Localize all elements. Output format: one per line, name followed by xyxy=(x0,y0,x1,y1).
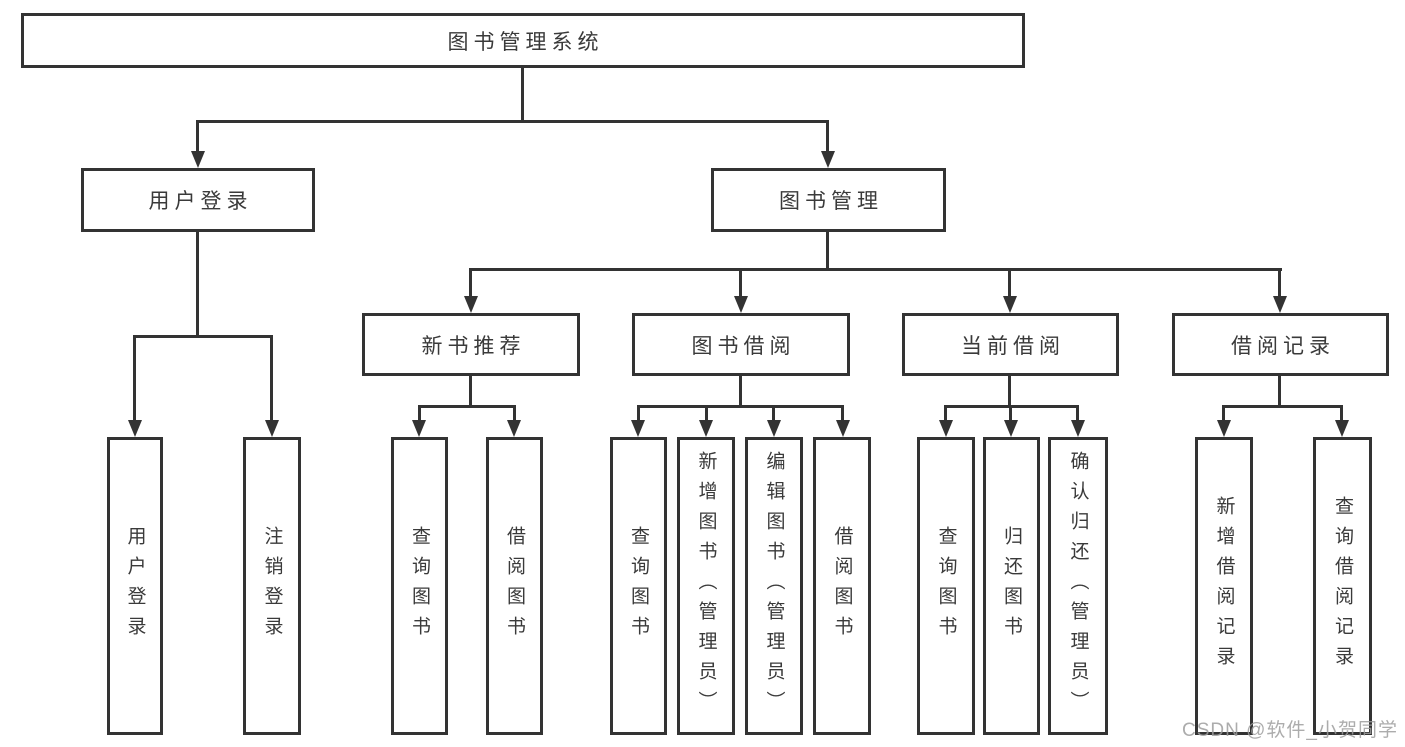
arrow-down-icon xyxy=(631,420,645,437)
connector xyxy=(521,68,524,120)
connector xyxy=(1223,405,1343,408)
csdn-watermark: CSDN @软件_小贺同学 xyxy=(1182,720,1398,741)
connector xyxy=(1278,376,1281,405)
leaf-label: 新增借阅记录 xyxy=(1213,496,1235,676)
connector xyxy=(135,335,273,338)
connector xyxy=(638,405,844,408)
leaf-label: 用户登录 xyxy=(124,526,146,646)
node-current-borrowing: 当前借阅 xyxy=(902,313,1119,376)
leaf-label: 确认归还（管理员） xyxy=(1067,451,1089,721)
node-book-borrowing: 图书借阅 xyxy=(632,313,850,376)
leaf-label: 查询图书 xyxy=(935,526,957,646)
node-label: 图书管理 xyxy=(779,190,883,213)
node-root-library-system: 图书管理系统 xyxy=(21,13,1025,68)
leaf-query-borrow-record: 查询借阅记录 xyxy=(1313,437,1372,735)
connector xyxy=(469,268,472,298)
connector xyxy=(1340,405,1343,421)
arrow-down-icon xyxy=(1335,420,1349,437)
leaf-label: 归还图书 xyxy=(1001,526,1022,646)
arrow-down-icon xyxy=(939,420,953,437)
arrow-down-icon xyxy=(1071,420,1085,437)
leaf-label: 借阅图书 xyxy=(831,526,853,646)
leaf-borrow-books: 借阅图书 xyxy=(813,437,871,735)
connector xyxy=(469,376,472,405)
connector xyxy=(1076,405,1079,421)
leaf-logout: 注销登录 xyxy=(243,437,301,735)
node-label: 新书推荐 xyxy=(421,334,526,358)
connector xyxy=(419,405,515,408)
connector xyxy=(1008,376,1011,405)
arrow-down-icon xyxy=(128,420,142,437)
arrow-down-icon xyxy=(699,420,713,437)
connector xyxy=(1009,405,1012,421)
connector xyxy=(772,405,775,421)
connector xyxy=(197,120,829,123)
connector xyxy=(637,405,640,421)
arrow-down-icon xyxy=(412,420,426,437)
connector xyxy=(826,120,829,153)
node-label: 图书借阅 xyxy=(691,334,796,358)
leaf-label: 注销登录 xyxy=(261,526,283,646)
leaf-borrowing-query-books: 查询图书 xyxy=(610,437,667,735)
node-user-login: 用户登录 xyxy=(81,168,315,232)
connector xyxy=(1278,268,1281,298)
leaf-edit-books-admin: 编辑图书（管理员） xyxy=(745,437,803,735)
connector xyxy=(841,405,844,421)
connector xyxy=(1222,405,1225,421)
leaf-label: 新增图书（管理员） xyxy=(695,451,717,721)
node-borrow-records: 借阅记录 xyxy=(1172,313,1389,376)
connector xyxy=(196,120,199,153)
connector xyxy=(196,232,199,335)
arrow-down-icon xyxy=(1004,420,1018,437)
arrow-down-icon xyxy=(191,151,205,168)
arrow-down-icon xyxy=(265,420,279,437)
connector xyxy=(739,376,742,405)
arrow-down-icon xyxy=(836,420,850,437)
connector xyxy=(513,405,516,421)
connector xyxy=(1008,268,1011,298)
leaf-confirm-return-admin: 确认归还（管理员） xyxy=(1048,437,1108,735)
node-label: 当前借阅 xyxy=(961,334,1065,358)
connector xyxy=(470,268,1282,271)
leaf-label: 查询图书 xyxy=(409,526,430,646)
node-label: 用户登录 xyxy=(148,190,253,213)
connector xyxy=(418,405,421,421)
arrow-down-icon xyxy=(767,420,781,437)
leaf-label: 编辑图书（管理员） xyxy=(763,451,785,721)
leaf-add-borrow-record: 新增借阅记录 xyxy=(1195,437,1253,735)
connector xyxy=(946,405,1079,408)
leaf-label: 借阅图书 xyxy=(504,526,525,646)
arrow-down-icon xyxy=(821,151,835,168)
leaf-recommend-borrow-books: 借阅图书 xyxy=(486,437,543,735)
node-book-management: 图书管理 xyxy=(711,168,946,232)
leaf-user-login: 用户登录 xyxy=(107,437,163,735)
connector xyxy=(133,335,136,421)
leaf-recommend-query-books: 查询图书 xyxy=(391,437,448,735)
arrow-down-icon xyxy=(1273,296,1287,313)
connector xyxy=(705,405,708,421)
node-label: 图书管理系统 xyxy=(447,30,604,54)
leaf-label: 查询图书 xyxy=(628,526,649,646)
node-label: 借阅记录 xyxy=(1231,334,1335,358)
arrow-down-icon xyxy=(464,296,478,313)
connector xyxy=(739,268,742,298)
leaf-add-books-admin: 新增图书（管理员） xyxy=(677,437,735,735)
leaf-label: 查询借阅记录 xyxy=(1332,496,1353,676)
arrow-down-icon xyxy=(507,420,521,437)
arrow-down-icon xyxy=(1003,296,1017,313)
node-new-book-recommend: 新书推荐 xyxy=(362,313,580,376)
connector xyxy=(270,335,273,421)
connector xyxy=(944,405,947,421)
leaf-current-query-books: 查询图书 xyxy=(917,437,975,735)
connector xyxy=(826,232,829,268)
arrow-down-icon xyxy=(734,296,748,313)
leaf-return-books: 归还图书 xyxy=(983,437,1040,735)
arrow-down-icon xyxy=(1217,420,1231,437)
